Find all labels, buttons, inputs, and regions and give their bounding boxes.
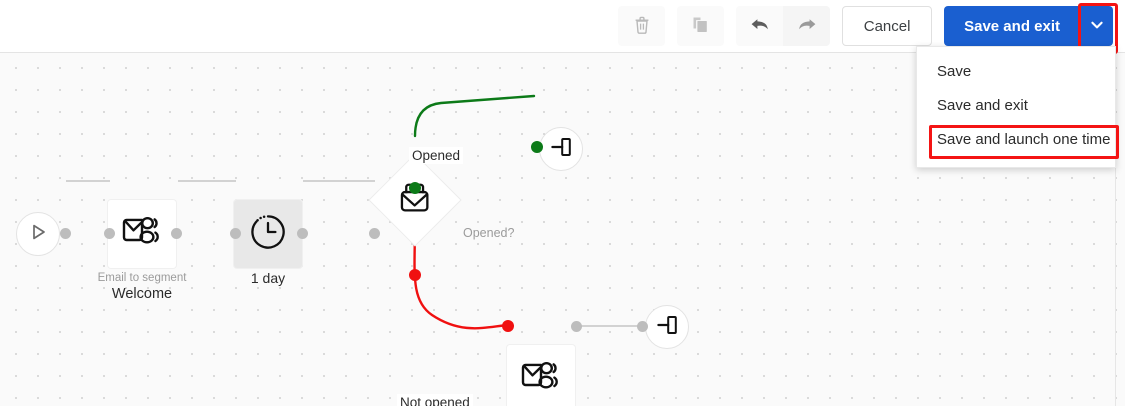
save-dropdown-toggle[interactable] (1078, 3, 1118, 54)
node-start[interactable] (16, 212, 60, 256)
port-email1-out[interactable] (171, 228, 182, 239)
undo-button[interactable] (736, 6, 784, 46)
email-segment-icon (120, 214, 164, 255)
undo-redo-group (736, 6, 831, 46)
redo-button[interactable] (783, 6, 831, 46)
start-node-shape[interactable] (16, 212, 60, 256)
node-condition-opened[interactable]: Opened? (369, 154, 514, 246)
menu-item-save-and-exit[interactable]: Save and exit (937, 97, 1028, 114)
menu-item-save-and-launch-one-time[interactable]: Save and launch one time (917, 123, 1119, 159)
port-wait-out[interactable] (297, 228, 308, 239)
save-dropdown-menu: Save Save and exit Save and launch one t… (916, 46, 1119, 168)
exit-node-shape[interactable] (539, 127, 583, 171)
node-mainlabel: Welcome (111, 286, 173, 302)
condition-node-shape[interactable] (369, 154, 461, 246)
edge-label-not-opened: Not opened (397, 394, 473, 406)
node-exit-1[interactable] (539, 127, 583, 171)
port-email2-in[interactable] (502, 320, 514, 332)
port-email1-in[interactable] (104, 228, 115, 239)
node-sublabel: Email to segment (97, 272, 187, 284)
email-node-shape[interactable] (108, 200, 176, 268)
port-email2-out[interactable] (571, 321, 582, 332)
condition-side-label: Opened? (463, 226, 515, 240)
exit-icon (548, 135, 574, 164)
canvas-right-border (1115, 53, 1116, 406)
app-header: Cancel Save and exit (0, 0, 1125, 54)
node-email-to-segment-2[interactable]: Email to segment Welcome (507, 345, 575, 406)
port-start-out[interactable] (60, 228, 71, 239)
menu-item-save[interactable]: Save (937, 63, 972, 80)
chevron-down-icon (1089, 17, 1105, 36)
save-split-button: Save and exit (944, 3, 1118, 54)
edge-label-opened: Opened (409, 147, 464, 164)
save-and-exit-button[interactable]: Save and exit (944, 6, 1080, 46)
node-email-to-segment-1[interactable]: Email to segment Welcome (98, 200, 186, 302)
duplicate-button[interactable] (677, 6, 725, 46)
copy-icon (691, 15, 710, 37)
clock-icon (248, 212, 288, 257)
node-wait-1-day[interactable]: 1 day (234, 200, 302, 286)
cancel-button[interactable]: Cancel (842, 6, 933, 46)
trash-icon (633, 15, 651, 37)
play-icon (27, 221, 49, 248)
port-exit2-in[interactable] (637, 321, 648, 332)
redo-arrow-icon (796, 15, 818, 38)
node-exit-2[interactable] (645, 305, 689, 349)
port-condition-yes[interactable] (409, 182, 421, 194)
undo-arrow-icon (749, 15, 771, 38)
node-mainlabel: 1 day (250, 270, 286, 286)
wait-node-shape[interactable] (234, 200, 302, 268)
port-wait-in[interactable] (230, 228, 241, 239)
port-condition-no[interactable] (409, 269, 421, 281)
email-node-shape[interactable] (507, 345, 575, 406)
port-exit1-in[interactable] (531, 141, 543, 153)
exit-node-shape[interactable] (645, 305, 689, 349)
port-condition-in[interactable] (369, 228, 380, 239)
exit-icon (654, 313, 680, 342)
delete-button[interactable] (618, 6, 666, 46)
email-segment-icon (519, 359, 563, 400)
header-toolbar: Cancel Save and exit (618, 3, 1118, 54)
